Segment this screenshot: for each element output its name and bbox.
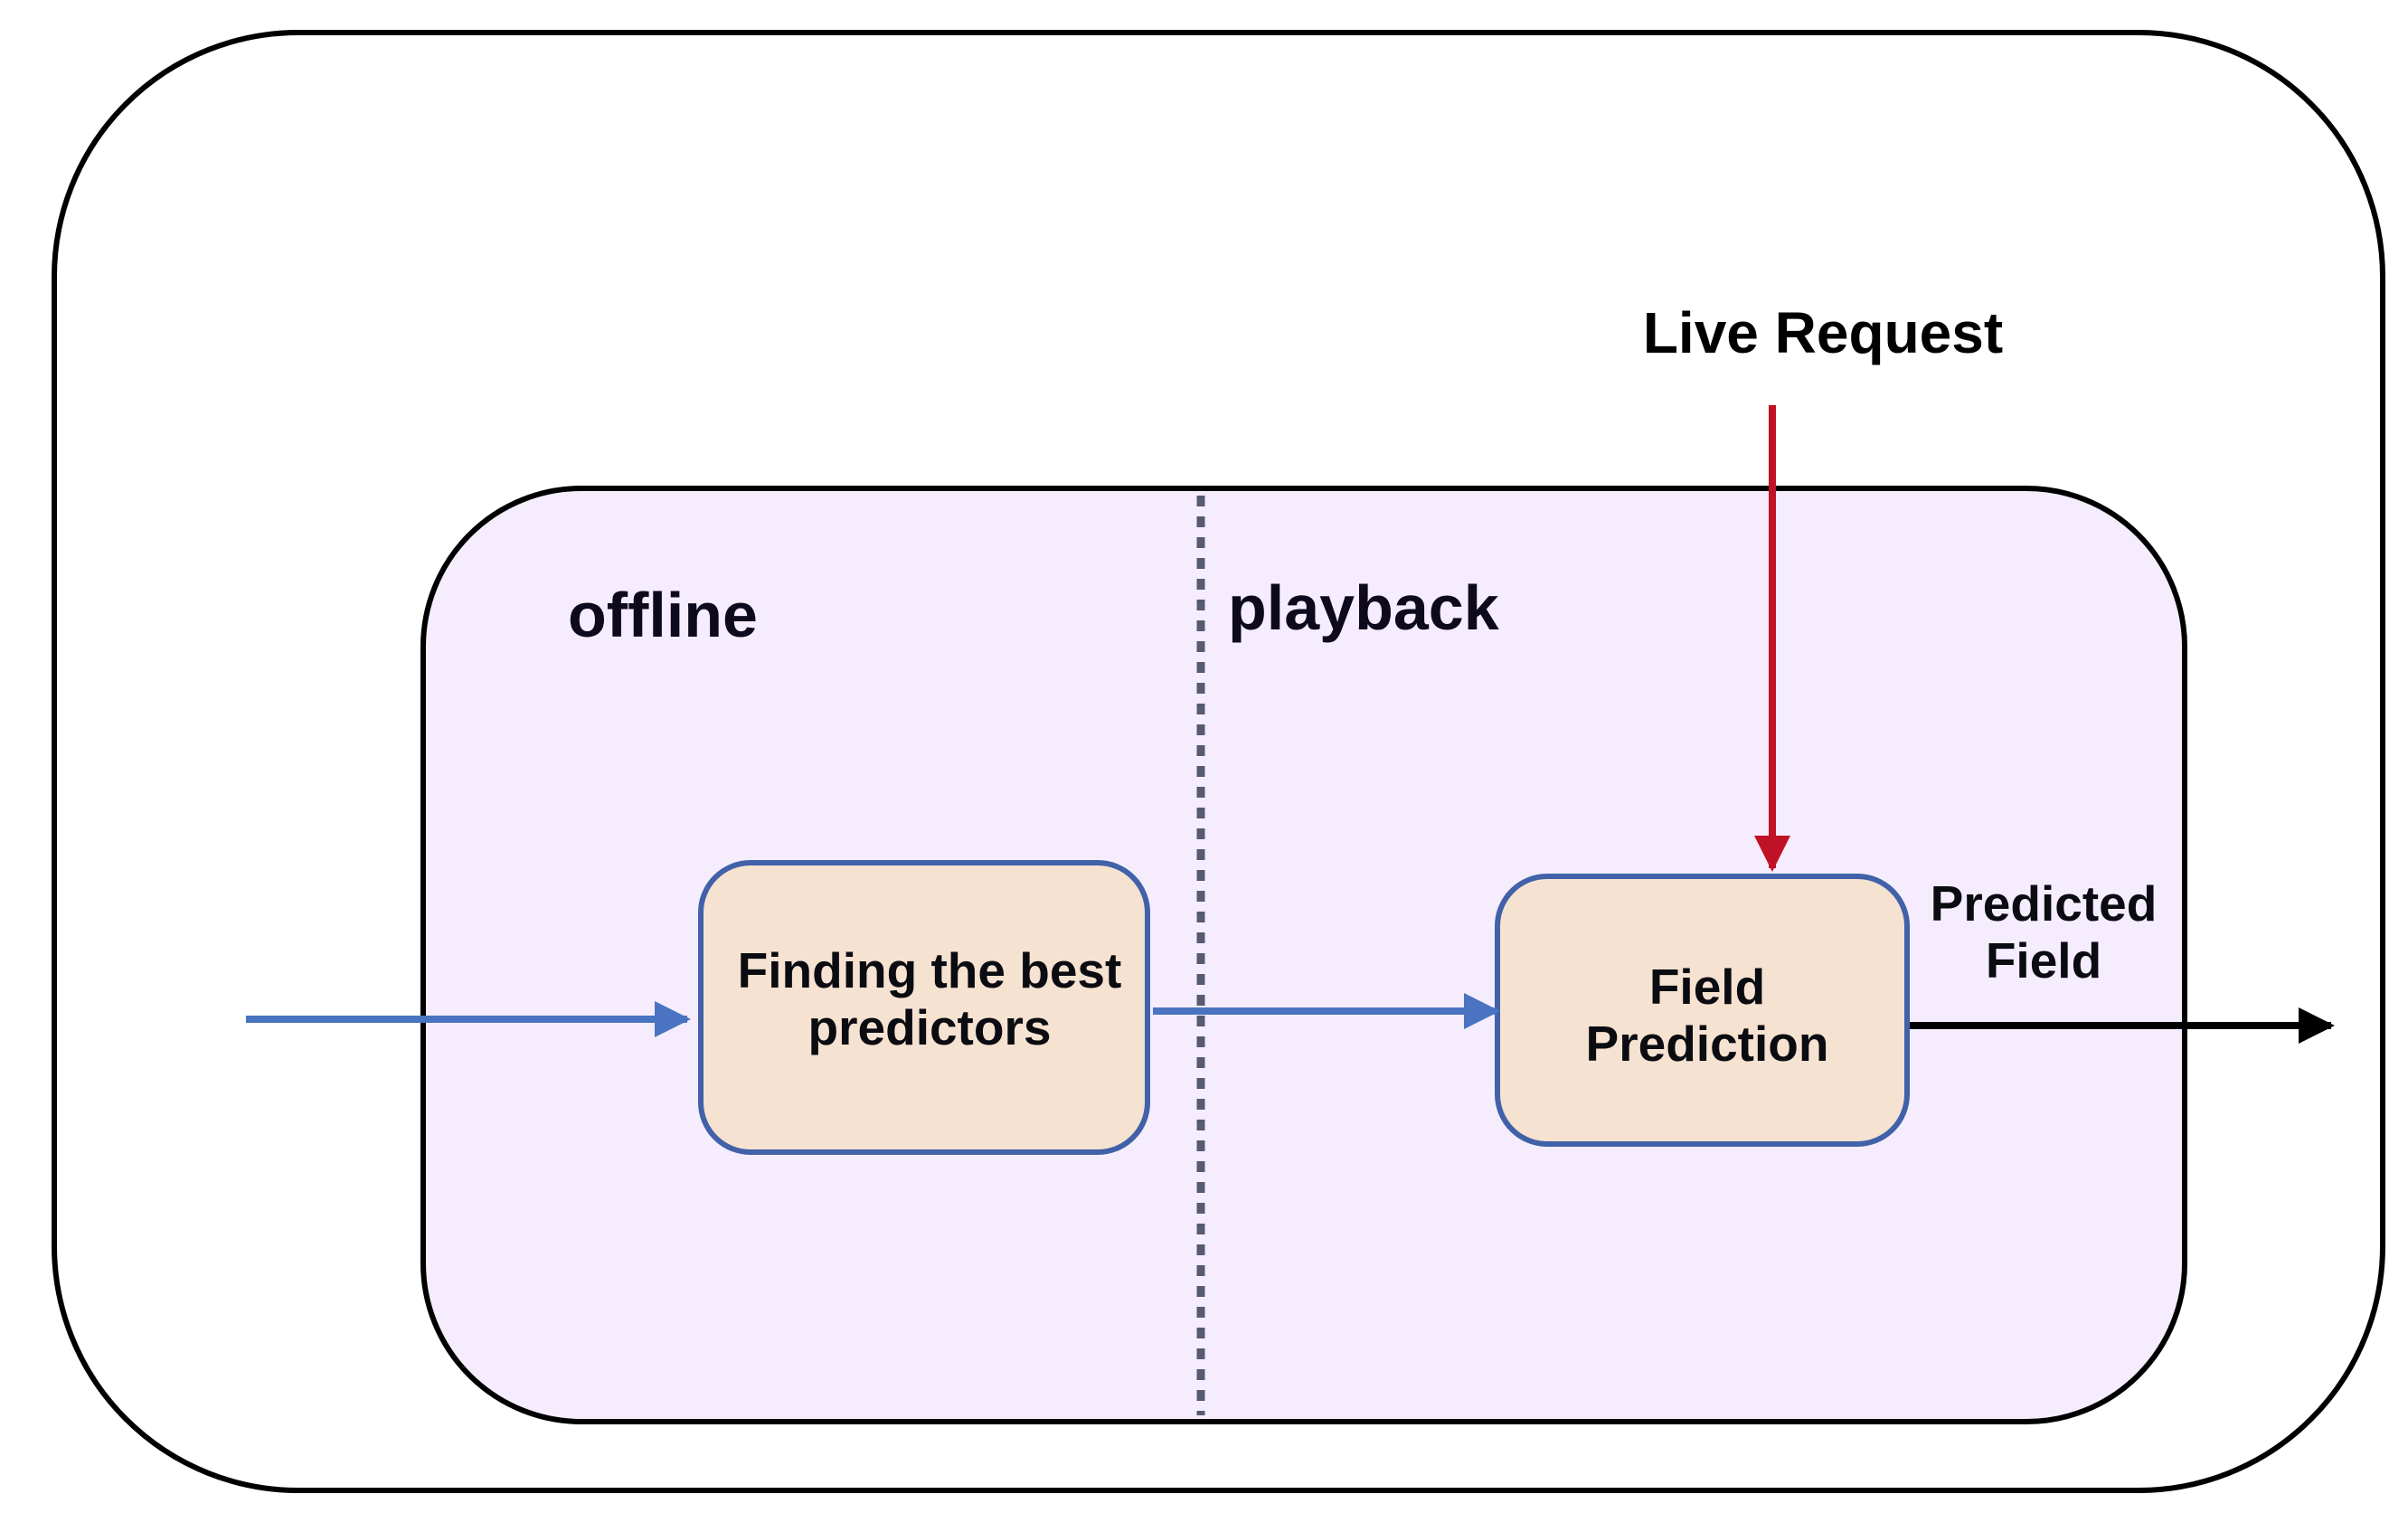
predicted-field-label: Predicted Field bbox=[1931, 875, 2158, 990]
field-prediction-label: Field Prediction bbox=[1586, 959, 1829, 1073]
field-prediction-line1: Field bbox=[1648, 959, 1766, 1015]
finding-predictors-line1: Finding the best bbox=[737, 942, 1122, 998]
field-prediction-line2: Prediction bbox=[1585, 1016, 1829, 1073]
finding-predictors-box bbox=[698, 860, 1150, 1155]
predicted-field-line2: Field bbox=[1985, 932, 2102, 989]
predicted-field-line1: Predicted bbox=[1930, 875, 2158, 931]
system-region bbox=[420, 486, 2187, 1424]
finding-predictors-label: Finding the best predictors bbox=[738, 942, 1122, 1057]
playback-section-label: playback bbox=[1228, 572, 1499, 643]
offline-section-label: offline bbox=[568, 580, 758, 650]
finding-predictors-line2: predictors bbox=[807, 999, 1052, 1056]
live-request-label: Live Request bbox=[1642, 300, 2004, 365]
